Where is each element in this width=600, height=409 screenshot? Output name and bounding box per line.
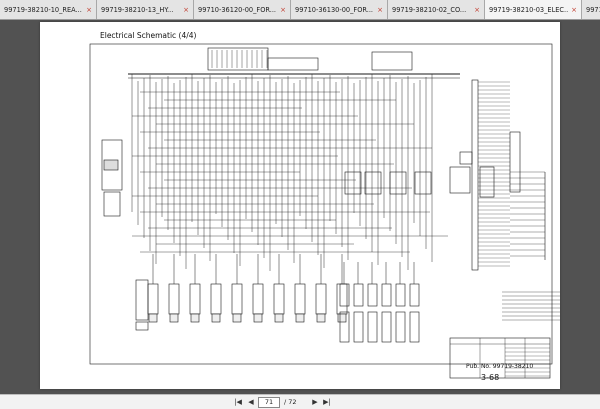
previous-page-icon[interactable]: ◀ — [248, 398, 254, 406]
page-code: 3-68 — [481, 373, 500, 382]
tab-label: 99719-38210-13_HY... — [101, 6, 174, 14]
tab-2[interactable]: 99719-38210-13_HY... × — [97, 0, 194, 19]
tab-1[interactable]: 99719-38210-10_REA... × — [0, 0, 97, 19]
page-title: Electrical Schematic (4/4) — [100, 31, 197, 40]
tab-4[interactable]: 99710-36130-00_FOR...× — [291, 0, 388, 19]
close-icon[interactable]: × — [183, 5, 189, 14]
tab-6[interactable]: 99719-38210-03_ELEC...× — [485, 0, 582, 19]
close-icon[interactable]: × — [571, 5, 577, 14]
next-page-icon[interactable]: ▶ — [312, 398, 318, 406]
tab-label: 99719-38210-03_ELEC... — [489, 6, 568, 14]
close-icon[interactable]: × — [86, 5, 92, 14]
close-icon[interactable]: × — [280, 5, 286, 14]
last-page-icon[interactable]: ▶| — [323, 398, 331, 406]
tab-label: 99710-36130-00_FOR... — [295, 6, 374, 14]
close-icon[interactable]: × — [474, 5, 480, 14]
tab-label: 99719-38210-10_REA... — [4, 6, 82, 14]
publication-number: Pub. No. 99719-38210 — [466, 363, 534, 370]
electrical-schematic-drawing — [89, 43, 560, 379]
tab-bar: 99719-38210-10_REA...×99719-38210-13_HY.… — [0, 0, 600, 20]
tab-label: 99719-38210-02_CO... — [392, 6, 467, 14]
tab-7[interactable]: 99719-38210-00_FOR...× — [582, 0, 600, 19]
document-page: Electrical Schematic (4/4) Pub. No. 9971… — [40, 22, 560, 389]
tab-label: 99719-38210-00_FOR... — [586, 6, 600, 14]
page-number-input[interactable]: 71 — [258, 397, 280, 408]
close-icon[interactable]: × — [377, 5, 383, 14]
tab-3[interactable]: 99710-36120-00_FOR...× — [194, 0, 291, 19]
tab-label: 99710-36120-00_FOR... — [198, 6, 277, 14]
tab-5[interactable]: 99719-38210-02_CO... × — [388, 0, 485, 19]
first-page-icon[interactable]: |◀ — [234, 398, 242, 406]
page-navigation-toolbar: |◀ ◀ 71 / 72 ▶ ▶| — [0, 394, 600, 409]
document-viewer[interactable]: Electrical Schematic (4/4) Pub. No. 9971… — [0, 20, 600, 394]
page-total: / 72 — [284, 398, 297, 406]
